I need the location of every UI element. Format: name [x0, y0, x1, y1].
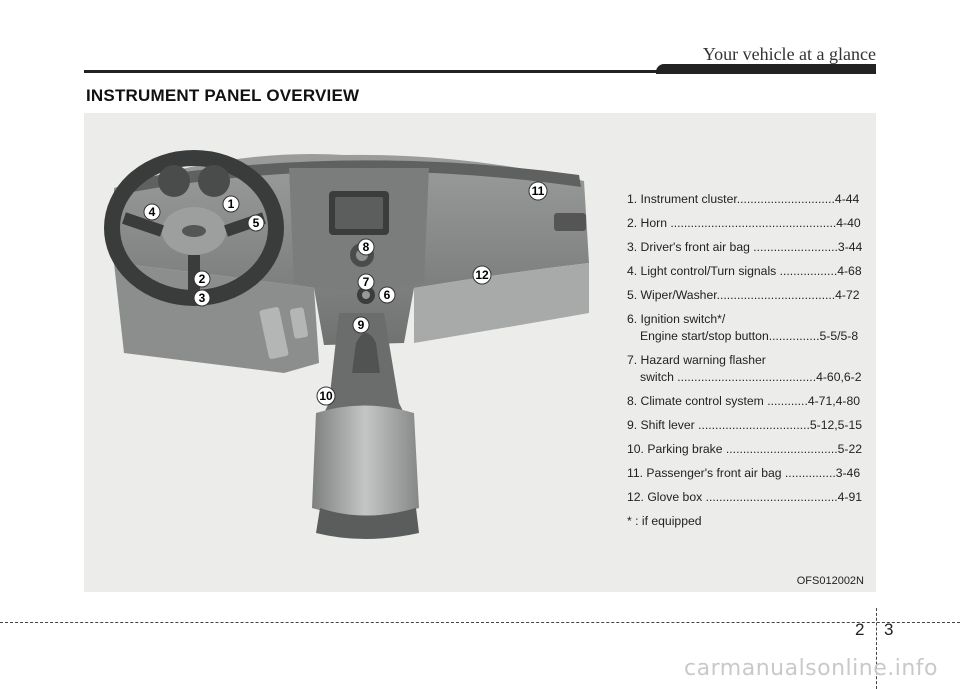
- callout-1: 1: [222, 195, 240, 213]
- svg-text:8: 8: [363, 240, 370, 254]
- figure-code: OFS012002N: [796, 575, 864, 587]
- legend-item-2: 2. Horn ................................…: [627, 216, 861, 230]
- legend-item-12: 12. Glove box ..........................…: [627, 490, 863, 504]
- svg-text:5: 5: [253, 216, 260, 230]
- legend-item-8: 8. Climate control system ............4-…: [627, 394, 861, 408]
- callout-9: 9: [352, 316, 370, 334]
- legend-footnote: * : if equipped: [627, 514, 702, 528]
- legend-item-1: 1. Instrument cluster...................…: [627, 192, 860, 206]
- header-rule: [84, 70, 876, 73]
- legend-item-9: 9. Shift lever .........................…: [627, 418, 863, 432]
- svg-text:3: 3: [199, 291, 206, 305]
- page-number-chapter: 2: [855, 620, 865, 639]
- callout-5: 5: [247, 214, 265, 232]
- svg-text:9: 9: [358, 318, 365, 332]
- callout-7: 7: [357, 273, 375, 291]
- callout-2: 2: [193, 270, 211, 288]
- svg-text:12: 12: [475, 268, 489, 282]
- legend-item-5: 5. Wiper/Washer.........................…: [627, 288, 860, 302]
- svg-text:2: 2: [199, 272, 206, 286]
- svg-text:7: 7: [363, 275, 370, 289]
- callout-3: 3: [193, 289, 211, 307]
- svg-text:10: 10: [319, 389, 333, 403]
- page-number: 3: [884, 620, 894, 639]
- callout-markers: 1 2 3 4 5 6 7 8 9 10 11 12: [143, 181, 548, 406]
- header-tab: [656, 64, 876, 74]
- page-title: INSTRUMENT PANEL OVERVIEW: [86, 86, 360, 105]
- svg-text:11: 11: [532, 184, 545, 198]
- svg-text:6: 6: [384, 288, 391, 302]
- figure-panel: 1 2 3 4 5 6 7 8 9 10 11 12 1. Instrument…: [84, 113, 876, 592]
- dashboard-illustration: 1 2 3 4 5 6 7 8 9 10 11 12: [104, 150, 589, 539]
- callout-4: 4: [143, 203, 161, 221]
- watermark: carmanualsonline.info: [684, 656, 938, 681]
- legend-item-10: 10. Parking brake ......................…: [627, 442, 863, 456]
- legend-item-3: 3. Driver's front air bag ..............…: [627, 240, 863, 254]
- svg-text:4: 4: [149, 205, 156, 219]
- legend-item-6: 6. Ignition switch*/Engine start/stop bu…: [627, 312, 859, 343]
- callout-6: 6: [378, 286, 396, 304]
- legend-item-4: 4. Light control/Turn signals ..........…: [627, 264, 862, 278]
- component-legend: 1. Instrument cluster...................…: [627, 191, 867, 537]
- svg-text:1: 1: [228, 197, 235, 211]
- page-divider: [876, 608, 877, 689]
- callout-10: 10: [316, 386, 336, 406]
- callout-11: 11: [528, 181, 548, 201]
- callout-8: 8: [357, 238, 375, 256]
- section-title: Your vehicle at a glance: [702, 44, 876, 64]
- legend-item-11: 11. Passenger's front air bag ..........…: [627, 466, 861, 480]
- footer-rule: [0, 622, 960, 623]
- callout-12: 12: [472, 265, 492, 285]
